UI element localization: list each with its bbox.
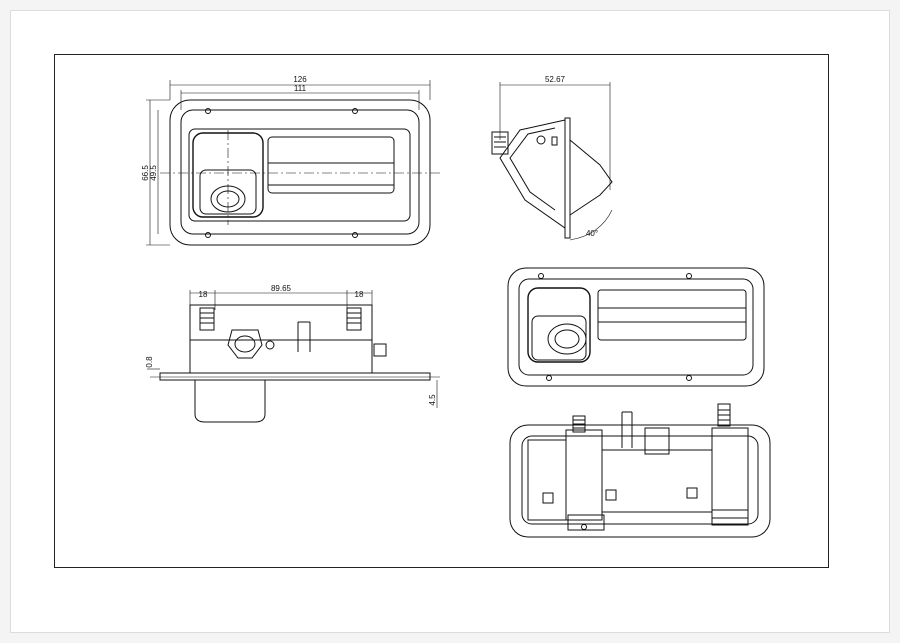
dim-lip: 4.5 (428, 394, 437, 406)
dim-left-offset: 18 (199, 290, 208, 299)
dim-depth: 52.67 (545, 75, 566, 84)
dim-overall-width: 126 (293, 75, 307, 84)
dim-right-offset: 18 (355, 290, 364, 299)
isometric-rear-view (509, 403, 771, 538)
dim-flange-thickness: 0.8 (145, 356, 154, 368)
top-view (146, 80, 440, 246)
dim-inner-height: 49.5 (149, 165, 158, 181)
drawing-frame (54, 54, 829, 568)
side-view (491, 82, 613, 241)
dim-angle: 40° (586, 229, 598, 238)
isometric-front-view (507, 267, 765, 387)
dim-inner-width: 111 (294, 84, 307, 93)
front-view (147, 290, 440, 423)
dim-center-span: 89.65 (271, 284, 292, 293)
dim-overall-height: 66.5 (141, 165, 150, 181)
